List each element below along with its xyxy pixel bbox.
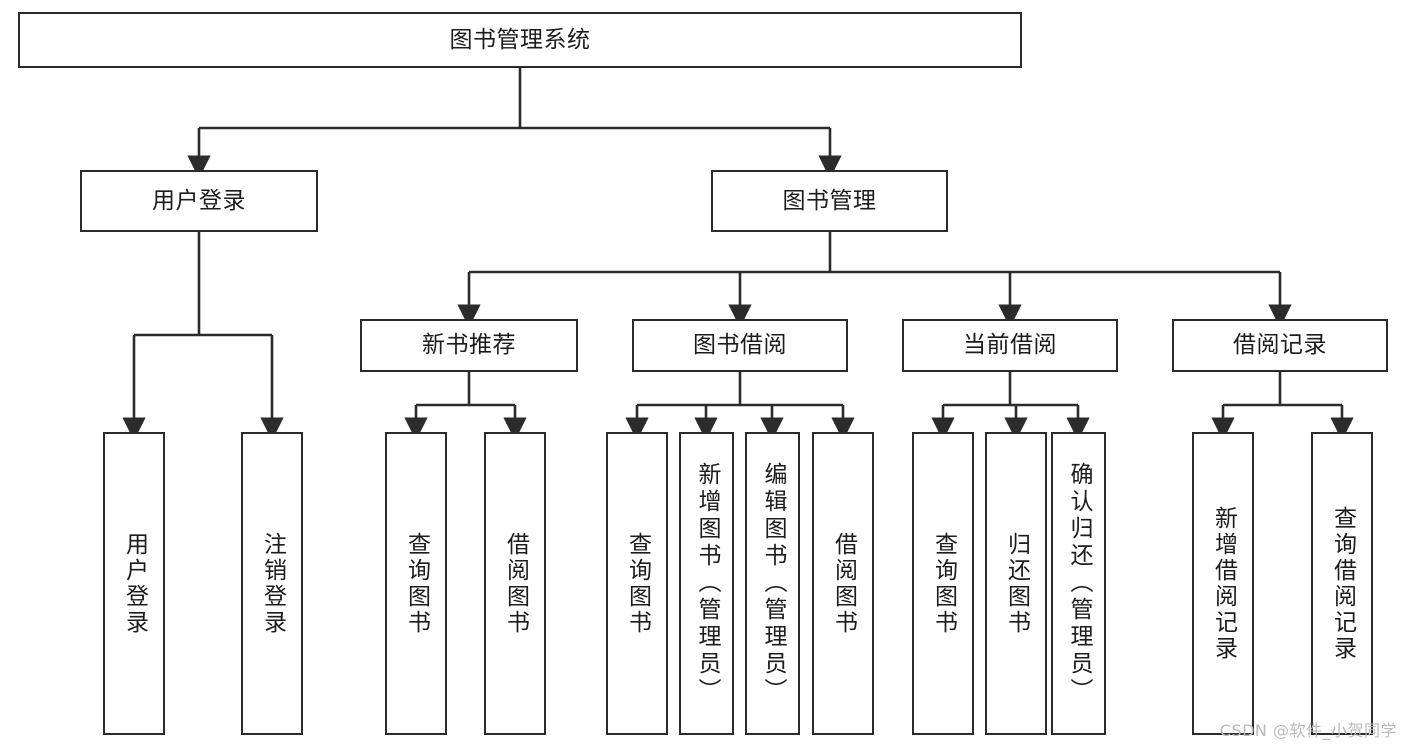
watermark: CSDN @软件_小贺同学 — [1219, 721, 1397, 740]
leaf-add-book[interactable]: 新增图书（管理员） — [679, 432, 734, 735]
leaf-confirm-return-label: 确认归还（管理员） — [1066, 462, 1092, 705]
leaf-add-record-label: 新增借阅记录 — [1210, 505, 1237, 662]
leaf-query-book-3-label: 查询图书 — [930, 531, 957, 636]
leaf-query-record[interactable]: 查询借阅记录 — [1311, 432, 1373, 735]
node-book-borrow-label: 图书借阅 — [693, 332, 787, 359]
leaf-edit-book-label: 编辑图书（管理员） — [760, 462, 786, 705]
node-book-manage[interactable]: 图书管理 — [711, 170, 948, 232]
leaf-borrow-book-2-label: 借阅图书 — [830, 531, 857, 636]
node-book-borrow[interactable]: 图书借阅 — [632, 319, 848, 372]
node-user-login[interactable]: 用户登录 — [80, 170, 318, 232]
leaf-borrow-book-1-label: 借阅图书 — [502, 531, 529, 636]
leaf-query-book-1[interactable]: 查询图书 — [385, 432, 447, 735]
leaf-add-book-label: 新增图书（管理员） — [694, 462, 720, 705]
node-current-borrow-label: 当前借阅 — [963, 332, 1057, 359]
leaf-query-book-2[interactable]: 查询图书 — [606, 432, 668, 735]
leaf-user-login-label: 用户登录 — [121, 531, 148, 636]
node-new-book-recommend-label: 新书推荐 — [422, 332, 516, 359]
node-user-login-label: 用户登录 — [152, 187, 246, 214]
node-borrow-record[interactable]: 借阅记录 — [1172, 319, 1388, 372]
node-current-borrow[interactable]: 当前借阅 — [902, 319, 1118, 372]
leaf-query-book-2-label: 查询图书 — [624, 531, 651, 636]
leaf-edit-book[interactable]: 编辑图书（管理员） — [745, 432, 800, 735]
node-root[interactable]: 图书管理系统 — [18, 12, 1022, 68]
leaf-return-book-label: 归还图书 — [1003, 531, 1030, 636]
node-new-book-recommend[interactable]: 新书推荐 — [360, 319, 578, 372]
leaf-borrow-book-2[interactable]: 借阅图书 — [812, 432, 874, 735]
leaf-query-book-1-label: 查询图书 — [403, 531, 430, 636]
node-book-manage-label: 图书管理 — [782, 187, 877, 214]
node-borrow-record-label: 借阅记录 — [1233, 332, 1327, 359]
leaf-user-login[interactable]: 用户登录 — [103, 432, 165, 735]
leaf-add-record[interactable]: 新增借阅记录 — [1192, 432, 1254, 735]
leaf-logout-login[interactable]: 注销登录 — [241, 432, 303, 735]
leaf-query-book-3[interactable]: 查询图书 — [912, 432, 974, 735]
leaf-borrow-book-1[interactable]: 借阅图书 — [484, 432, 546, 735]
leaf-confirm-return[interactable]: 确认归还（管理员） — [1051, 432, 1106, 735]
leaf-query-record-label: 查询借阅记录 — [1329, 505, 1356, 662]
leaf-return-book[interactable]: 归还图书 — [985, 432, 1047, 735]
leaf-logout-login-label: 注销登录 — [259, 531, 286, 636]
node-root-label: 图书管理系统 — [449, 26, 591, 53]
